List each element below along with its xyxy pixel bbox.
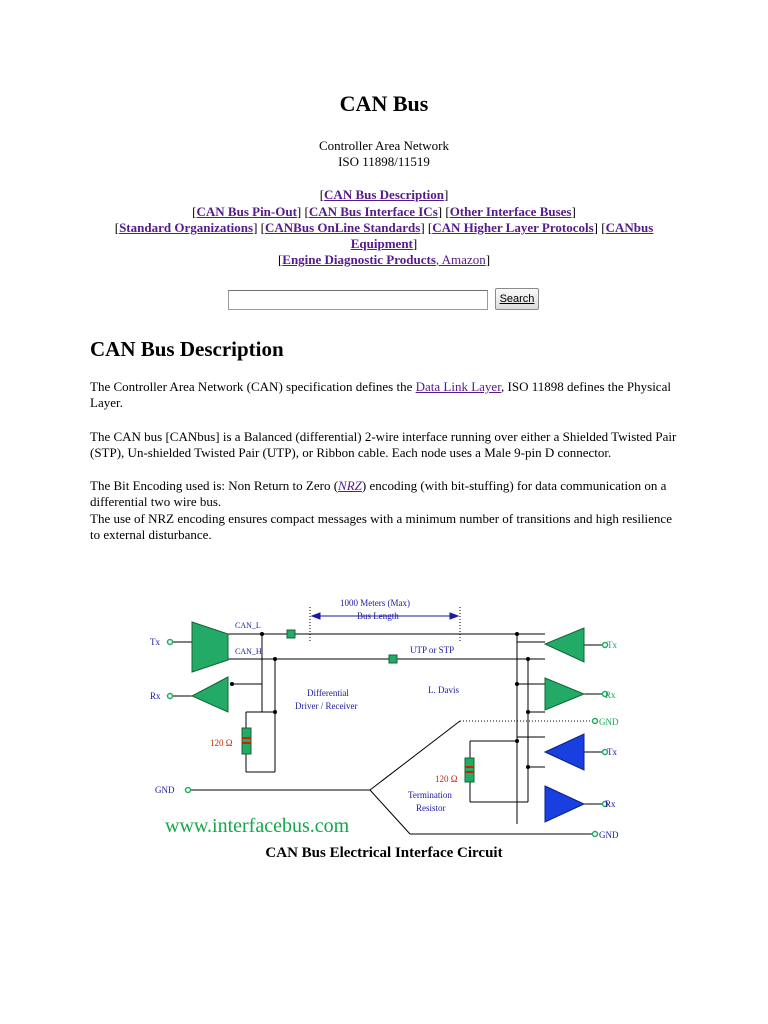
subtitle-line-2: ISO 11898/11519 [338,154,430,169]
left-receiver-amplifier [190,676,229,713]
paragraph-bit-encoding: The Bit Encoding used is: Non Return to … [90,478,682,511]
bus-length-label: 1000 Meters (Max) [340,598,410,608]
subtitle-line-1: Controller Area Network [319,138,449,153]
diagram-caption: CAN Bus Electrical Interface Circuit [265,845,503,861]
tx-right-blue-label: Tx [607,747,617,757]
right-driver-amplifier [543,627,585,663]
paragraph-canbus-wiring: The CAN bus [CANbus] is a Balanced (diff… [90,429,677,461]
nav-link-can-bus-description[interactable]: CAN Bus Description [324,187,444,202]
paragraph-nrz-benefits: The use of NRZ encoding ensures compact … [90,511,672,543]
nav-link-standard-organizations[interactable]: Standard Organizations [119,220,254,235]
paragraph-text: , ISO 11898 defines the Physical Layer. [90,379,671,411]
can-l-label: CAN_L [235,621,261,630]
termination-label: Termination [408,790,452,800]
nav-link-can-higher-layer-protocols[interactable]: CAN Higher Layer Protocols [432,220,594,235]
rx-right-blue-label: Rx [605,799,616,809]
cable-type-label: UTP or STP [410,645,454,655]
search-input[interactable] [228,290,488,310]
gnd-right-label: GND [599,717,619,727]
nav-row-1: [CAN Bus Description] [319,187,449,202]
nav-link-can-bus-interface-ics[interactable]: CAN Bus Interface ICs [308,204,438,219]
link-nrz[interactable]: NRZ [338,478,362,493]
nav-link-amazon[interactable]: , Amazon [435,252,486,267]
nav-link-can-bus-pinout[interactable]: CAN Bus Pin-Out [196,204,297,219]
nav-link-canbus-online-standards[interactable]: CANBus OnLine Standards [265,220,421,235]
right-blue-driver-amplifier [543,733,585,771]
paragraph-text: The Bit Encoding used is: Non Return to … [90,478,339,493]
nav-link-canbus-equipment[interactable]: CANbus Equipment [350,220,654,251]
rx-right-label: Rx [605,690,616,700]
rx-left-label: Rx [150,691,161,701]
tx-right-label: Tx [607,640,617,650]
page-title: CAN Bus [339,91,429,116]
author-label: L. Davis [428,685,459,695]
left-driver-amplifier [191,621,229,673]
cable-symbol [286,629,296,639]
nav-link-other-interface-buses[interactable]: Other Interface Buses [449,204,572,219]
nav-row-4: [Engine Diagnostic Products, Amazon] [277,252,491,267]
nav-link-engine-diagnostic-products[interactable]: Engine Diagnostic Products [282,252,436,267]
resistor-value-label: 120 Ω [210,738,233,748]
link-data-link-layer[interactable]: Data Link Layer [415,379,502,394]
can-bus-circuit-diagram: 1000 Meters (Max) Bus Length CAN_L CAN_H… [150,598,619,840]
nav-row-3: [Standard Organizations] [CANBus OnLine … [114,220,654,251]
right-receiver-amplifier [544,677,586,711]
termination-label: Resistor [416,803,446,813]
differential-label: Differential [307,688,349,698]
right-termination-resistor [464,757,475,783]
resistor-value-label: 120 Ω [435,774,458,784]
gnd-right-bottom-label: GND [599,830,619,840]
watermark-text: www.interfacebus.com [165,815,350,837]
cable-symbol [388,654,398,664]
left-termination-resistor [241,727,252,755]
section-heading: CAN Bus Description [90,337,284,361]
nav-row-2: [CAN Bus Pin-Out] [CAN Bus Interface ICs… [192,204,576,219]
differential-label: Driver / Receiver [295,701,357,711]
right-blue-receiver-amplifier [544,785,586,823]
bus-length-label: Bus Length [357,611,399,621]
gnd-left-label: GND [155,785,175,795]
search-button[interactable]: Search [495,288,539,310]
paragraph-text: The Controller Area Network (CAN) specif… [90,379,416,394]
search-form: Search [0,288,768,312]
paragraph-text: ) encoding (with bit-stuffing) for data … [90,478,667,510]
paragraph-data-link: The Controller Area Network (CAN) specif… [90,379,682,412]
can-h-label: CAN_H [235,647,262,656]
tx-left-label: Tx [150,637,160,647]
